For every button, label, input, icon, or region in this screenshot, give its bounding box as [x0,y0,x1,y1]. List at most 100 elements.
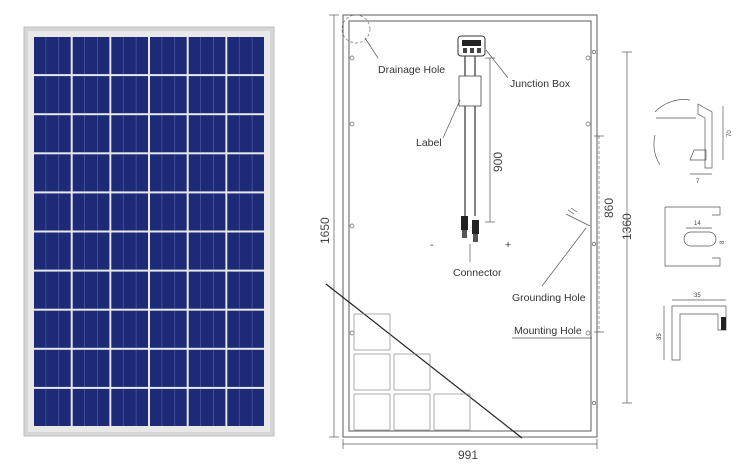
cutaway-cell-grid [353,313,471,431]
cutaway-cell [433,393,471,431]
cutaway-cell [353,393,391,431]
solar-cell [227,154,264,192]
cutaway-cell [393,393,431,431]
solar-cell [188,388,226,426]
solar-cell [34,37,71,75]
detail-c-width: 35 [694,293,701,299]
junction-box [457,35,486,57]
panel-outline-inner [348,20,592,432]
grounding-hole-leader [541,227,587,287]
solar-cell [72,271,110,309]
solar-cell [111,76,148,114]
solar-cell [227,349,264,387]
solar-panel-photo [23,26,275,437]
solar-cell [34,76,71,114]
label-leader [442,99,461,139]
solar-cell [227,115,264,153]
solar-cell [150,115,187,153]
length-dim: 1650 [318,217,332,244]
solar-cell [227,271,264,309]
frame-holes [349,50,596,405]
solar-cell [188,232,226,270]
junction-box-label: Junction Box [510,78,571,90]
solar-cell [72,388,110,426]
solar-cell [34,349,71,387]
detail-b-width: 14 [694,221,701,227]
detail-c-height: 35 [657,333,663,340]
cable-label-tag [458,75,482,107]
solar-cell [188,349,226,387]
solar-cell [111,232,148,270]
solar-cell [111,271,148,309]
cable-length-dim: 900 [491,152,505,172]
solar-cell [188,37,226,75]
solar-cell [34,154,71,192]
junction-box-leader [485,49,509,79]
solar-cell [111,115,148,153]
grounding-hole-marker [565,207,591,227]
label-label: Label [416,137,442,149]
mount-inner-ticks [594,135,604,333]
solar-cell [34,232,71,270]
solar-cell [72,37,110,75]
width-dimension-line [342,439,598,449]
solar-cell [34,193,71,231]
solar-cell [111,154,148,192]
mount-inner-dim: 860 [602,198,616,218]
solar-cell [227,232,264,270]
solar-cell [227,310,264,348]
length-dimension-line [329,14,339,438]
drainage-hole-label: Drainage Hole [378,64,445,76]
cutaway-cell [393,353,431,391]
solar-cell [111,310,148,348]
solar-cell [188,271,226,309]
drainage-hole-marker [341,14,371,44]
solar-cell [150,76,187,114]
cable-dimension-line [485,57,495,223]
solar-cell [150,37,187,75]
solar-cell [188,310,226,348]
drainage-hole-leader [364,37,379,59]
solar-cell [72,76,110,114]
solar-cell [111,388,148,426]
solar-cell [34,115,71,153]
mount-outer-dim: 1360 [620,213,634,240]
solar-cell [34,271,71,309]
solar-cell [34,310,71,348]
grounding-hole-label: Grounding Hole [512,292,586,304]
solar-cell [227,37,264,75]
solar-cell [150,349,187,387]
solar-cell [111,349,148,387]
solar-cell [150,232,187,270]
profile-detail-slot: 14 8 [664,206,726,267]
solar-cell [72,115,110,153]
solar-cell [188,76,226,114]
mounting-hole-label: Mounting Hole [514,325,582,337]
connectors [461,216,479,242]
solar-cell [72,349,110,387]
solar-cell [227,193,264,231]
solar-cell [72,310,110,348]
minus-sign: - [430,239,434,251]
detail-a-height: 70 [727,130,733,137]
solar-cell [72,193,110,231]
mount-outer-dimension-line [622,51,632,404]
solar-cell [111,37,148,75]
profile-detail-corner: 70 7 [653,99,733,185]
solar-cell [72,154,110,192]
solar-cell [150,310,187,348]
solar-cell [188,193,226,231]
solar-cell [227,76,264,114]
connector-label: Connector [453,267,502,279]
solar-cell [72,232,110,270]
cell-grid [34,37,264,426]
solar-cell [188,154,226,192]
solar-cell [150,154,187,192]
solar-cell [150,388,187,426]
solar-cell [150,193,187,231]
cutaway-cell [353,313,391,351]
solar-cell [227,388,264,426]
panel-outline-outer [342,14,598,438]
cutaway-line [325,283,523,439]
